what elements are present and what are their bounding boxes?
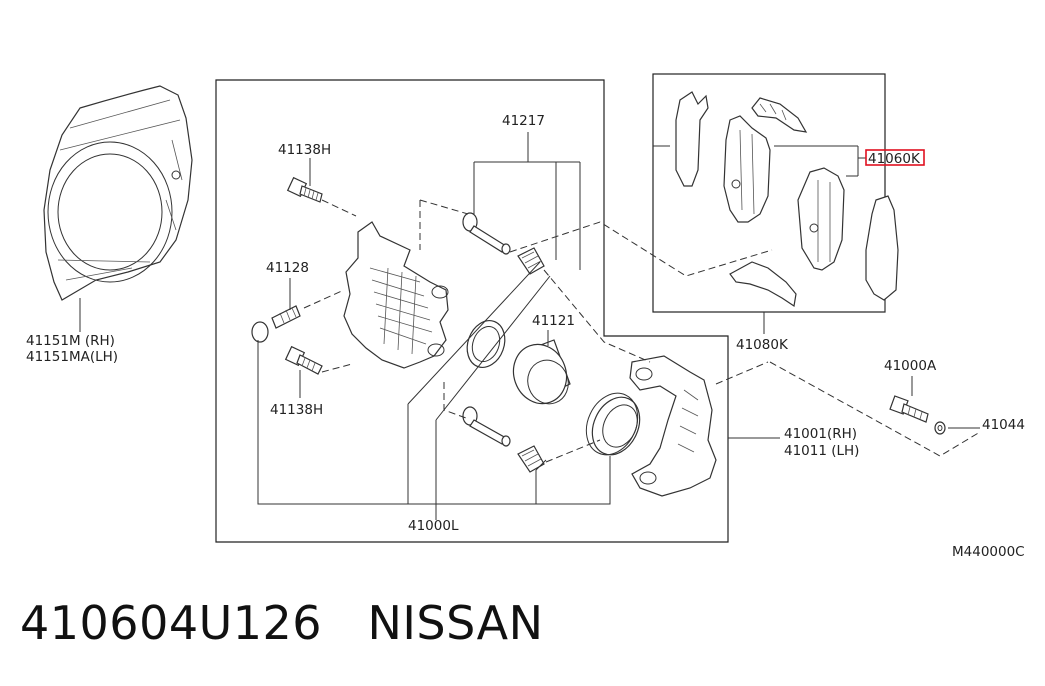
footer-caption: 410604U126 NISSAN bbox=[20, 596, 544, 660]
guide-pin-top-part bbox=[462, 212, 511, 255]
label-41060k: 41060K bbox=[868, 151, 921, 167]
highlight-box bbox=[865, 149, 925, 166]
footer-part-number: 410604U126 bbox=[20, 596, 323, 650]
piston-41121-part bbox=[512, 339, 571, 405]
bolt-41138h-bottom-part bbox=[284, 345, 323, 375]
bleeder-screw-41128-part bbox=[251, 305, 301, 343]
pad-kit-parts bbox=[675, 91, 899, 308]
piston-boot-part bbox=[585, 392, 641, 456]
label-41121: 41121 bbox=[532, 313, 575, 329]
footer-brand: NISSAN bbox=[367, 596, 544, 650]
guide-pin-bottom-part bbox=[462, 406, 511, 447]
pad-kit-frame bbox=[652, 73, 886, 313]
label-41138h-bottom: 41138H bbox=[270, 402, 323, 418]
label-41000l: 41000L bbox=[408, 518, 459, 534]
label-41138h-top: 41138H bbox=[278, 142, 331, 158]
pin-boot-bottom-part bbox=[517, 445, 545, 473]
caliper-assembly-frame bbox=[215, 79, 729, 543]
piston-seal-part bbox=[466, 320, 506, 368]
washer-41044-part bbox=[934, 421, 946, 435]
label-41011: 41011 (LH) bbox=[784, 443, 859, 459]
caliper-body-part bbox=[343, 221, 449, 369]
bolt-41138h-top-part bbox=[286, 176, 323, 203]
label-41151m: 41151M (RH) bbox=[26, 333, 115, 349]
leader-lines bbox=[79, 132, 980, 520]
alignment-dash-lines bbox=[303, 199, 981, 463]
pin-boot-top-part bbox=[517, 247, 545, 275]
label-41128: 41128 bbox=[266, 260, 309, 276]
diagram-code: M440000C bbox=[952, 544, 1025, 560]
label-41000a: 41000A bbox=[884, 358, 937, 374]
label-41151ma: 41151MA(LH) bbox=[26, 349, 118, 365]
label-41001: 41001(RH) bbox=[784, 426, 857, 442]
label-41080k: 41080K bbox=[736, 337, 789, 353]
bolt-41000a-part bbox=[889, 395, 929, 423]
dust-shield-part bbox=[43, 85, 193, 301]
torque-member-41001-part bbox=[629, 355, 717, 497]
label-41217: 41217 bbox=[502, 113, 545, 129]
label-41044: 41044 bbox=[982, 417, 1025, 433]
